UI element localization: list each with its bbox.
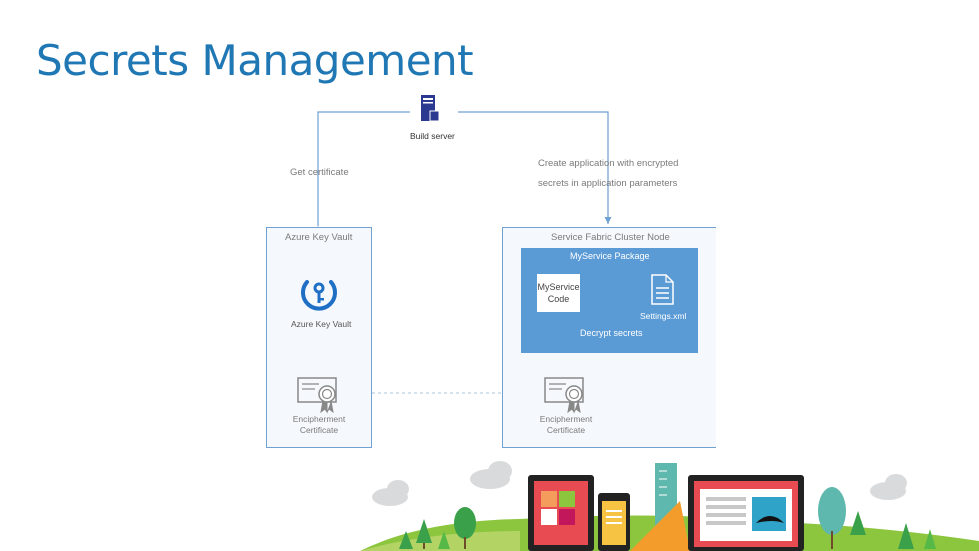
- tablet-icon: [528, 475, 594, 551]
- get-certificate-label: Get certificate: [290, 167, 349, 178]
- document-icon: [651, 274, 674, 305]
- key-vault-box: [266, 227, 372, 448]
- build-server-label: Build server: [410, 131, 455, 141]
- create-application-connector: [458, 111, 612, 224]
- key-vault-cert-label-line1: Encipherment: [292, 414, 346, 424]
- node-cert-label-line1: Encipherment: [539, 414, 593, 424]
- settings-file-label: Settings.xml: [640, 311, 687, 321]
- key-vault-logo-label: Azure Key Vault: [291, 319, 352, 329]
- key-vault-icon: [301, 280, 337, 311]
- footer-illustration: [360, 461, 979, 551]
- cluster-node-box-title: Service Fabric Cluster Node: [551, 232, 670, 243]
- laptop-icon: [688, 475, 804, 551]
- key-vault-cert-label-line2: Certificate: [299, 425, 339, 435]
- cloud-icon: [372, 461, 907, 506]
- tree-icon: [399, 487, 936, 549]
- key-vault-box-title: Azure Key Vault: [285, 232, 353, 243]
- phone-icon: [598, 493, 630, 551]
- create-app-label-line2: secrets in application parameters: [538, 178, 678, 189]
- ruler-icon: [630, 463, 690, 551]
- service-code-label-line2: Code: [547, 294, 570, 304]
- service-code-label-line1: MyService: [537, 282, 580, 292]
- get-certificate-connector: [314, 111, 410, 234]
- node-cert-label-line2: Certificate: [546, 425, 586, 435]
- service-code-box: [537, 274, 580, 312]
- service-package-title: MyService Package: [570, 251, 650, 261]
- decrypt-secrets-label: Decrypt secrets: [580, 328, 643, 338]
- create-app-label-line1: Create application with encrypted: [538, 158, 679, 169]
- server-icon: [421, 95, 440, 122]
- node-certificate-icon: [544, 377, 584, 414]
- page-title: Secrets Management: [36, 36, 474, 85]
- certificate-icon: [297, 377, 337, 414]
